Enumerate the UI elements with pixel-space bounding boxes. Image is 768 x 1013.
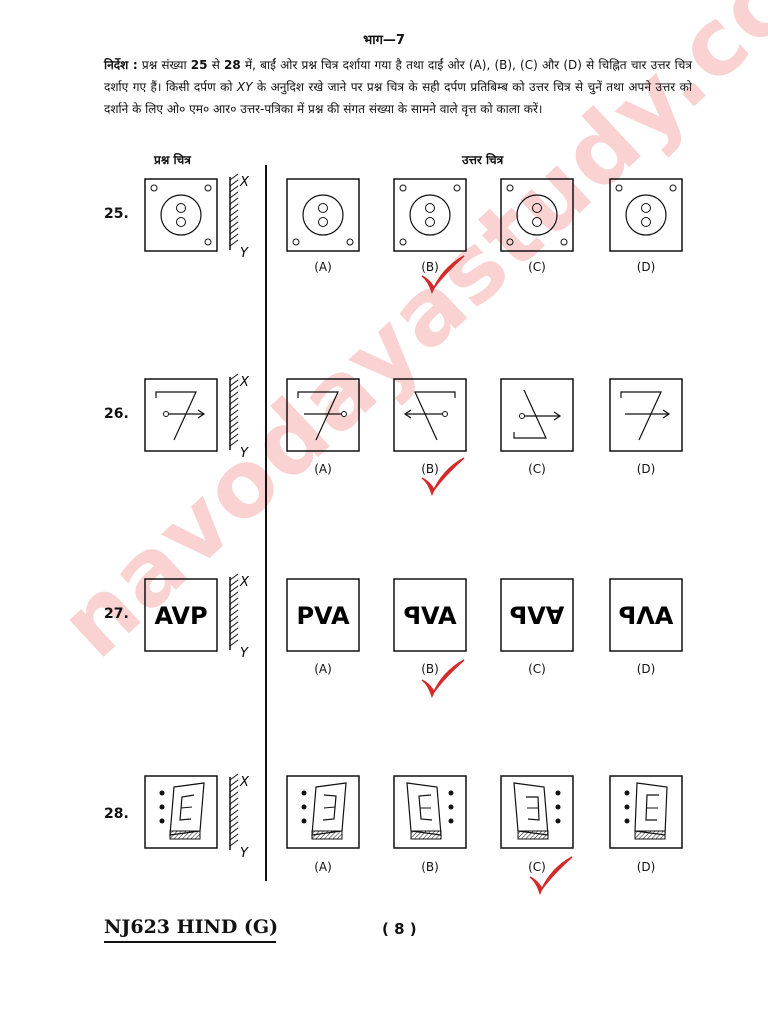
q25-option-a[interactable] — [286, 178, 360, 252]
q27-label-b: (B) — [421, 662, 439, 676]
q27-option-a-text: PVA — [296, 602, 350, 630]
q27-option-c[interactable]: ꟼV∀ — [500, 578, 574, 652]
answer-figure-heading: उत्तर चित्र — [462, 153, 504, 167]
q28-question-figure — [144, 775, 218, 849]
q27-option-d-text: ꟼΛA — [619, 602, 674, 630]
q26-option-b[interactable] — [393, 378, 467, 452]
mirror-label-x: X — [239, 775, 250, 790]
mirror-label-y: Y — [240, 446, 249, 461]
question-number-26: 26. — [104, 406, 129, 422]
question-from: 25 — [190, 58, 208, 72]
q28-option-d[interactable] — [609, 775, 683, 849]
q28-label-d: (D) — [636, 860, 656, 874]
q28-label-c: (C) — [528, 860, 546, 874]
question-number-27: 27. — [104, 606, 129, 622]
q27-option-a[interactable]: PVA — [286, 578, 360, 652]
mirror-label-y: Y — [240, 846, 249, 861]
mirror-name: XY — [236, 80, 253, 94]
section-title: भाग—7 — [363, 33, 405, 48]
page-number: ( 8 ) — [382, 920, 417, 938]
q25-label-d: (D) — [636, 260, 656, 274]
q28-option-a[interactable] — [286, 775, 360, 849]
q28-label-b: (B) — [421, 860, 439, 874]
q28-label-a: (A) — [314, 860, 332, 874]
mirror-label-x: X — [239, 575, 250, 590]
q25-option-b[interactable] — [393, 178, 467, 252]
mirror-label-x: X — [239, 375, 250, 390]
q27-option-d[interactable]: ꟼΛA — [609, 578, 683, 652]
q26-option-a[interactable] — [286, 378, 360, 452]
q26-label-c: (C) — [528, 462, 546, 476]
q27-label-c: (C) — [528, 662, 546, 676]
instructions-text-2: से — [211, 58, 220, 72]
paper-code-underline — [104, 941, 276, 943]
q25-label-a: (A) — [314, 260, 332, 274]
q26-option-c[interactable] — [500, 378, 574, 452]
q27-option-b[interactable]: ꟼVA — [393, 578, 467, 652]
mirror-label-x: X — [239, 175, 250, 190]
question-to: 28 — [224, 58, 241, 72]
q25-question-figure — [144, 178, 218, 252]
q27-label-d: (D) — [636, 662, 656, 676]
q25-label-b: (B) — [421, 260, 439, 274]
q28-option-b[interactable] — [393, 775, 467, 849]
tick-mark-icon — [421, 457, 465, 497]
mirror-xy: X Y — [229, 173, 250, 261]
q28-option-c[interactable] — [500, 775, 574, 849]
question-figure-heading: प्रश्न चित्र — [154, 153, 191, 167]
paper-code: NJ623 HIND (G) — [104, 916, 279, 938]
q27-label-a: (A) — [314, 662, 332, 676]
question-number-28: 28. — [104, 806, 129, 822]
mirror-xy: X Y — [229, 773, 250, 861]
q27-question-figure: AVP — [144, 578, 218, 652]
q26-label-b: (B) — [421, 462, 439, 476]
instructions: निर्देश : प्रश्न संख्या 25 से 28 में, बा… — [104, 54, 692, 120]
q27-option-b-text: ꟼVA — [403, 602, 457, 630]
tick-mark-icon — [421, 255, 465, 295]
q26-question-figure — [144, 378, 218, 452]
mirror-label-y: Y — [240, 646, 249, 661]
q26-option-d[interactable] — [609, 378, 683, 452]
instructions-text-3: में, बाईं ओर प्रश्न चित्र दर्शाया गया है… — [104, 58, 692, 94]
q25-option-c[interactable] — [500, 178, 574, 252]
q25-label-c: (C) — [528, 260, 546, 274]
q26-label-d: (D) — [636, 462, 656, 476]
mirror-xy: X Y — [229, 373, 250, 461]
instructions-label: निर्देश : — [104, 58, 138, 72]
q26-label-a: (A) — [314, 462, 332, 476]
mirror-xy: X Y — [229, 573, 250, 661]
q25-option-d[interactable] — [609, 178, 683, 252]
instructions-text-1: प्रश्न संख्या — [141, 58, 187, 72]
tick-mark-icon — [421, 659, 465, 699]
question-number-25: 25. — [104, 206, 129, 222]
q27-question-text: AVP — [154, 602, 207, 630]
tick-mark-icon — [529, 856, 573, 896]
column-divider — [265, 165, 267, 881]
mirror-label-y: Y — [240, 246, 249, 261]
q27-option-c-text: ꟼV∀ — [510, 602, 565, 630]
instructions-text-4: के अनुदिश रखे जाने पर प्रश्न चित्र के सह… — [104, 80, 692, 116]
